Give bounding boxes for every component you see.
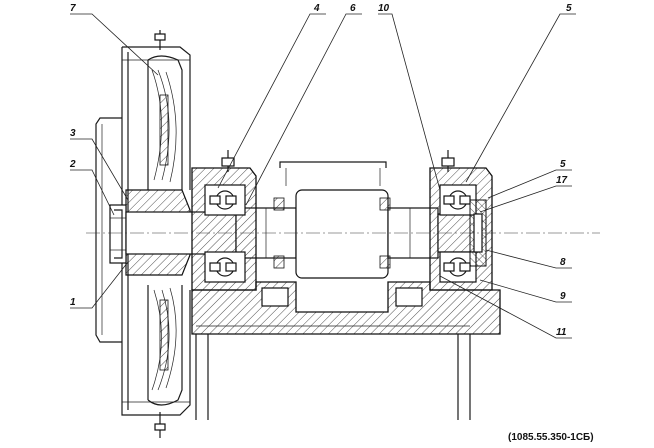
callout-10: 10 [378,3,390,14]
bearing-housing-right [429,150,493,291]
top-cover [279,161,387,186]
bearing-housing-left [191,150,257,291]
callout-8: 8 [560,257,566,268]
callout-6: 6 [350,3,356,14]
drawing-code: (1085.55.350-1СБ) [508,432,594,443]
callout-11: 11 [556,327,567,338]
callout-5-side: 5 [560,159,566,170]
leader-lines [70,13,576,339]
callout-4: 4 [313,3,320,14]
callout-1: 1 [70,297,76,308]
callout-3: 3 [70,128,76,139]
shaft-end [109,204,127,264]
callout-5-top: 5 [566,3,572,14]
callout-9: 9 [560,291,566,302]
callout-2: 2 [69,159,76,170]
callout-7: 7 [70,3,76,14]
callout-labels: 7 3 2 1 4 6 10 5 5 17 8 9 11 [69,3,572,338]
frame-base [191,281,501,420]
callout-17: 17 [556,175,568,186]
